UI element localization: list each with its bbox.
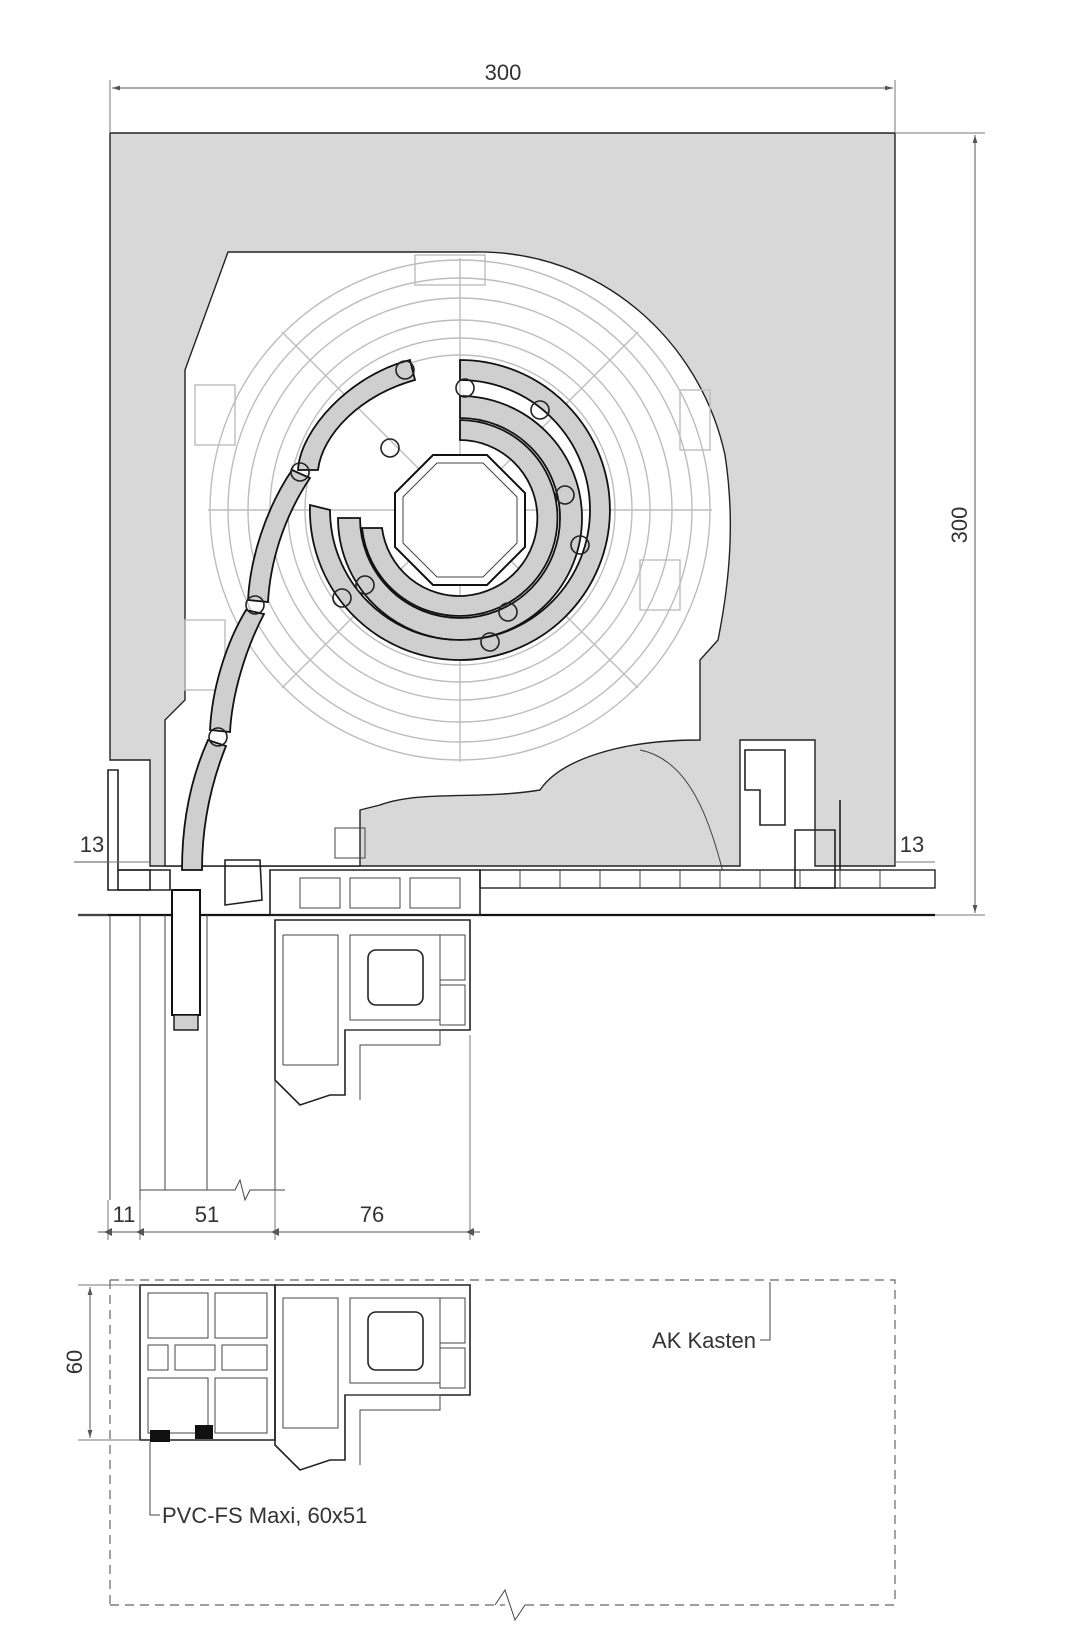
octagonal-shaft-inner xyxy=(402,462,518,578)
curtain-in-rail xyxy=(171,889,201,1016)
bottom-b-value: 51 xyxy=(195,1202,219,1227)
right-side-value: 13 xyxy=(900,832,924,857)
break-line-icon xyxy=(494,1588,526,1622)
left-side-value: 13 xyxy=(80,832,104,857)
dimension-right-height: 300 xyxy=(895,132,985,916)
slat-ring-outer xyxy=(309,359,611,661)
lower-chamber-arc xyxy=(639,749,726,881)
slat-ring-inner xyxy=(361,419,559,617)
guide-rail-profile xyxy=(117,869,171,891)
dimension-right-side: 13 xyxy=(895,832,935,863)
bottom-a-value: 11 xyxy=(113,1202,136,1227)
box-frame-connector xyxy=(269,869,481,916)
right-seal-profile xyxy=(794,829,836,889)
dimension-top-width: 300 xyxy=(109,60,896,133)
slat-ring-middle xyxy=(337,395,583,641)
break-line-icon xyxy=(140,1178,285,1202)
top-width-value: 300 xyxy=(485,60,522,85)
hanging-slat-lower xyxy=(181,738,228,871)
right-height-value: 300 xyxy=(947,507,972,544)
box-label-leader xyxy=(760,1282,771,1341)
right-guide-profile xyxy=(744,749,786,826)
profile-label-leader xyxy=(149,1442,160,1516)
box-bottom-strip xyxy=(479,869,936,889)
grey-bracket xyxy=(334,827,366,859)
section-height-value: 60 xyxy=(62,1350,87,1374)
hanging-slat-upper xyxy=(247,468,312,603)
roller-box-assembly xyxy=(78,132,936,917)
left-wall-profile xyxy=(107,769,151,891)
box-outline-dashed xyxy=(109,1279,896,1605)
lower-section: 60 AK Kasten PVC-FS Maxi, 60x51 xyxy=(62,1279,896,1622)
sash-frame xyxy=(274,919,471,1106)
box-bottom-strip-cells xyxy=(519,870,881,888)
profile-label: PVC-FS Maxi, 60x51 xyxy=(162,1503,367,1528)
sash-profile-right xyxy=(274,1284,471,1471)
box-label: AK Kasten xyxy=(652,1328,756,1353)
window-frame-top xyxy=(109,889,471,1202)
bottom-c-value: 76 xyxy=(360,1202,384,1227)
rolled-curtain xyxy=(181,358,611,871)
hanging-slat-middle xyxy=(209,608,266,733)
end-plate-rings xyxy=(184,254,712,762)
dimension-bottom-chain: 11 51 76 xyxy=(98,1035,480,1240)
dimension-left-side: 13 xyxy=(74,832,150,916)
octagonal-shaft xyxy=(394,454,526,586)
